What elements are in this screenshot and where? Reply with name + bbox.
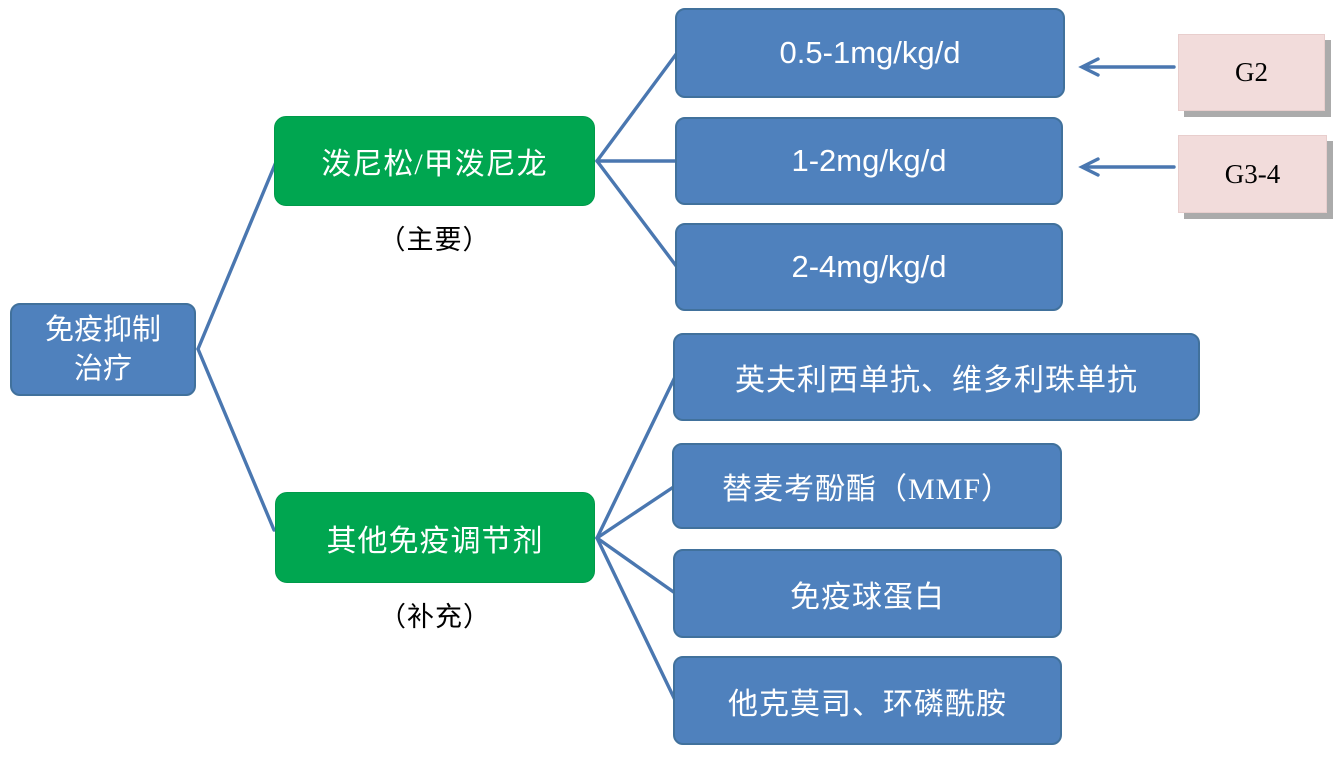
branch-note-supplement: （补充） bbox=[379, 602, 491, 632]
edge-root-to-prednisone bbox=[196, 160, 278, 351]
arrow-g2 bbox=[1078, 57, 1176, 77]
agent-box-2-label: 替麦考酚酯（MMF） bbox=[721, 473, 1013, 506]
branch-node-prednisone: 泼尼松/甲泼尼龙 bbox=[274, 116, 595, 206]
dose-box-2: 1-2mg/kg/d bbox=[675, 117, 1063, 205]
branch-node-other-immunomodulators: 其他免疫调节剂 bbox=[275, 492, 595, 583]
root-node-label: 免疫抑制 治疗 bbox=[44, 314, 161, 385]
dose-box-1-label: 0.5-1mg/kg/d bbox=[779, 35, 961, 70]
branch-node-other-label: 其他免疫调节剂 bbox=[326, 524, 544, 558]
agent-box-4: 他克莫司、环磷酰胺 bbox=[673, 656, 1062, 745]
dose-box-3-label: 2-4mg/kg/d bbox=[791, 249, 947, 284]
grade-tag-g2-label: G2 bbox=[1235, 57, 1268, 87]
edge-prednisone-to-dose-3 bbox=[595, 159, 679, 269]
agent-box-2: 替麦考酚酯（MMF） bbox=[672, 443, 1062, 529]
edge-prednisone-to-dose-1 bbox=[595, 51, 679, 163]
edge-other-to-agent-3 bbox=[595, 536, 677, 595]
branch-node-prednisone-label: 泼尼松/甲泼尼龙 bbox=[321, 148, 548, 181]
agent-box-1-label: 英夫利西单抗、维多利珠单抗 bbox=[735, 364, 1138, 397]
dose-box-3: 2-4mg/kg/d bbox=[675, 223, 1063, 311]
edge-other-to-agent-4 bbox=[595, 536, 677, 702]
edge-other-to-agent-2 bbox=[595, 484, 677, 540]
arrow-g3-4 bbox=[1078, 157, 1176, 177]
grade-tag-g3-4-label: G3-4 bbox=[1224, 158, 1281, 189]
edge-other-to-agent-1 bbox=[595, 375, 677, 540]
agent-box-3: 免疫球蛋白 bbox=[673, 549, 1062, 638]
dose-box-2-label: 1-2mg/kg/d bbox=[791, 143, 947, 178]
branch-note-main: （主要） bbox=[378, 225, 491, 255]
grade-tag-g2: G2 bbox=[1178, 34, 1325, 111]
grade-tag-g3-4: G3-4 bbox=[1178, 135, 1327, 213]
agent-box-1: 英夫利西单抗、维多利珠单抗 bbox=[673, 333, 1200, 421]
agent-box-3-label: 免疫球蛋白 bbox=[790, 580, 945, 614]
agent-box-4-label: 他克莫司、环磷酰胺 bbox=[728, 687, 1007, 721]
edge-root-to-other bbox=[196, 347, 276, 532]
root-node-immunosuppressive-therapy: 免疫抑制 治疗 bbox=[10, 303, 196, 396]
dose-box-1: 0.5-1mg/kg/d bbox=[675, 8, 1065, 98]
